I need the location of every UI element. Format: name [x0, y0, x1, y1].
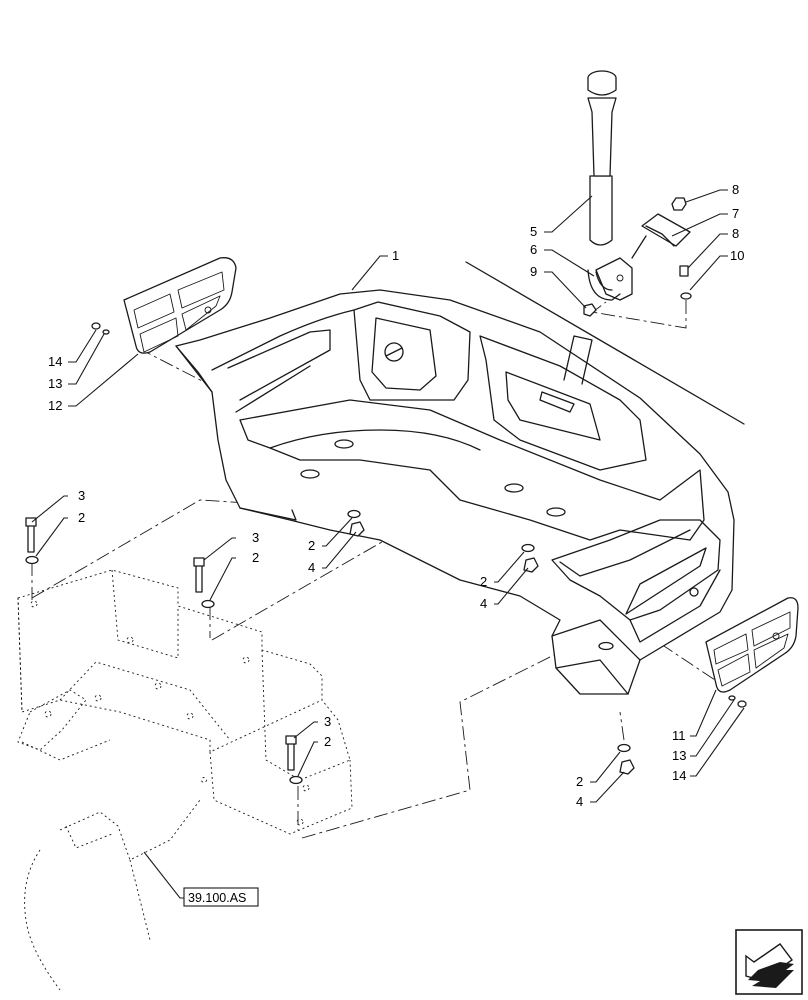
- callout-2-b: 2: [252, 550, 259, 565]
- callout-9: 9: [530, 264, 537, 279]
- callout-2-a: 2: [78, 510, 85, 525]
- front-weight-body: [175, 261, 745, 695]
- next-page-arrow-icon[interactable]: [735, 929, 803, 995]
- callout-4-b: 4: [480, 596, 487, 611]
- callout-3-c: 3: [324, 714, 331, 729]
- callout-3-a: 3: [78, 488, 85, 503]
- callout-13-left: 13: [48, 376, 62, 391]
- callout-8-top: 8: [732, 182, 739, 197]
- callout-4-c: 4: [576, 794, 583, 809]
- callout-14-right: 14: [672, 768, 686, 783]
- leader-lines: [31, 189, 745, 899]
- callout-2-e: 2: [324, 734, 331, 749]
- tow-pin: [587, 70, 617, 246]
- callout-2-c: 2: [308, 538, 315, 553]
- side-grille-left: [123, 257, 237, 354]
- side-grille-right: [705, 597, 799, 693]
- callout-10: 10: [730, 248, 744, 263]
- callout-6: 6: [530, 242, 537, 257]
- callout-14-left: 14: [48, 354, 62, 369]
- callout-4-a: 4: [308, 560, 315, 575]
- callout-1: 1: [392, 248, 399, 263]
- callout-12: 12: [48, 398, 62, 413]
- callout-labels: 1 5 6 9 8 7 8 10 14 13 12 3 2 3 2 2 4 2 …: [48, 182, 744, 809]
- callout-2-d: 2: [480, 574, 487, 589]
- chassis-frame: [17, 569, 353, 991]
- callout-2-f: 2: [576, 774, 583, 789]
- hardware-items: [25, 197, 747, 785]
- callout-7: 7: [732, 206, 739, 221]
- callout-13-right: 13: [672, 748, 686, 763]
- section-reference-label: 39.100.AS: [188, 891, 246, 905]
- callout-11: 11: [672, 728, 686, 743]
- callout-5: 5: [530, 224, 537, 239]
- section-reference[interactable]: 39.100.AS: [183, 887, 259, 907]
- callout-3-b: 3: [252, 530, 259, 545]
- pin-bracket: [587, 213, 691, 301]
- callout-8-right: 8: [732, 226, 739, 241]
